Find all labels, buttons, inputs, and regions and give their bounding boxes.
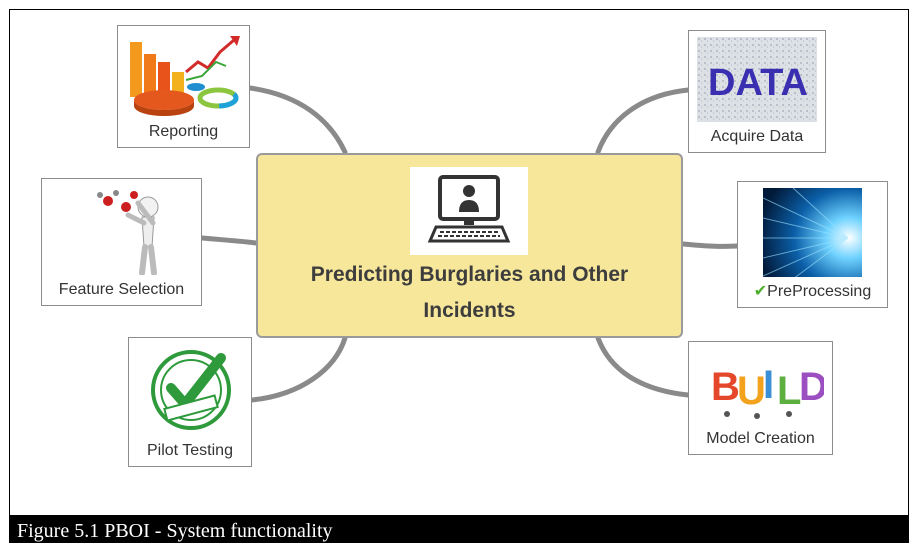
build-letters-image: B U I L D — [697, 348, 824, 424]
connector-reporting — [247, 85, 348, 155]
node-label: Pilot Testing — [147, 442, 233, 459]
connector-acquire-data — [595, 87, 691, 155]
data-text-image: DATA — [697, 37, 817, 122]
node-label: Feature Selection — [58, 281, 185, 298]
svg-text:U: U — [737, 369, 766, 413]
svg-text:B: B — [711, 365, 740, 409]
node-acquire-data: DATA Acquire Data — [688, 30, 826, 153]
figure-caption: Figure 5.1 PBOI - System functionality — [9, 516, 909, 543]
node-reporting: Reporting — [117, 25, 250, 148]
connector-model-creation — [595, 335, 691, 398]
node-label: Reporting — [148, 123, 219, 140]
binary-tunnel-image — [763, 188, 862, 277]
check-icon: ✔ — [753, 283, 768, 300]
node-label: ✔PreProcessing — [753, 283, 872, 300]
node-label: Model Creation — [706, 430, 815, 447]
connector-preprocessing — [680, 241, 740, 249]
node-pilot-testing: Pilot Testing — [128, 337, 252, 467]
charts-icon — [126, 32, 241, 117]
svg-text:L: L — [777, 369, 801, 413]
node-label: Acquire Data — [710, 128, 804, 145]
connector-pilot-testing — [249, 335, 348, 403]
central-title: Predicting Burglaries and Other Incident… — [310, 263, 629, 322]
central-topic: Predicting Burglaries and Other Incident… — [256, 153, 683, 338]
node-model-creation: B U I L D Model Creation — [688, 341, 833, 455]
computer-user-icon — [410, 167, 528, 255]
quality-control-approved-stamp — [137, 344, 243, 436]
svg-text:D: D — [799, 365, 824, 409]
svg-text:DATA: DATA — [708, 62, 808, 104]
node-preprocessing: ✔PreProcessing — [737, 181, 888, 308]
connector-feature-selection — [199, 235, 259, 246]
stick-figure-icon — [50, 185, 193, 275]
svg-text:I: I — [763, 363, 774, 407]
node-feature-selection: Feature Selection — [41, 178, 202, 306]
